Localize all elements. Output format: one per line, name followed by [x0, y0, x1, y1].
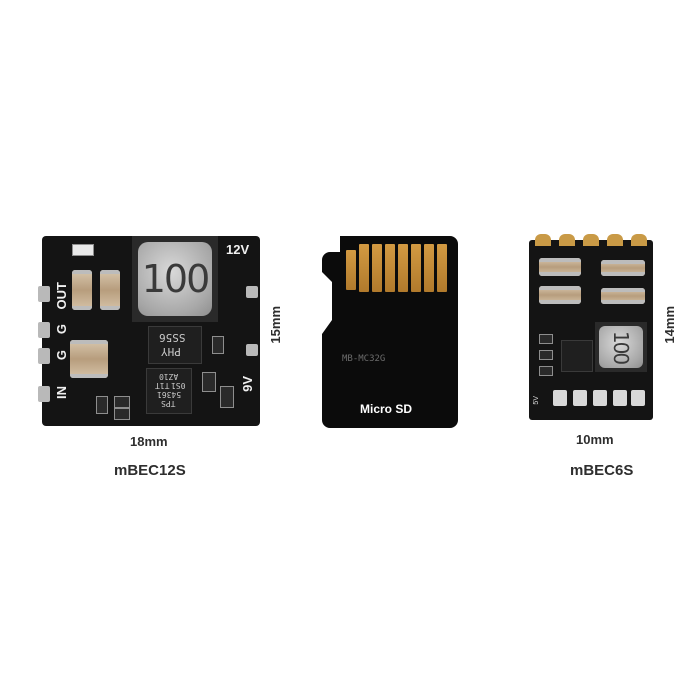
- micro-sd-body: [322, 236, 458, 428]
- inductor-marking: 100: [141, 257, 211, 301]
- resistor: [96, 396, 108, 414]
- gold-pad: [535, 234, 551, 246]
- pad-g2: [38, 348, 50, 364]
- gold-pad: [607, 234, 623, 246]
- ic-marking-5: AZ10: [159, 372, 179, 381]
- capacitor: [100, 270, 120, 310]
- resistor: [114, 396, 130, 408]
- pad: [613, 390, 627, 406]
- inductor-body: 100: [138, 242, 212, 316]
- pad-g1: [38, 322, 50, 338]
- led: [72, 244, 94, 256]
- gold-pad: [631, 234, 647, 246]
- capacitor: [539, 286, 581, 304]
- capacitor: [70, 340, 108, 378]
- capacitor: [72, 270, 92, 310]
- pad: [553, 390, 567, 406]
- resistor: [212, 336, 224, 354]
- silk-out: OUT: [54, 282, 69, 310]
- resistor: [114, 408, 130, 420]
- inductor-body: 100: [599, 326, 643, 368]
- pad: [593, 390, 607, 406]
- capacitor: [601, 260, 645, 276]
- micro-sd-card: [322, 236, 458, 428]
- pad: [573, 390, 587, 406]
- silk-g2: G: [54, 350, 69, 361]
- pad-out: [38, 286, 50, 302]
- mbec12s-height-label: 15mm: [268, 306, 283, 344]
- pad-12v: [246, 286, 258, 298]
- mbec12s-name: mBEC12S: [114, 462, 186, 479]
- mbec12s-board: OUT G G IN 12V 9V 100 PHY SS56 TPS 54361…: [38, 236, 260, 426]
- inductor: 100: [132, 236, 218, 322]
- resistor: [539, 334, 553, 344]
- inductor: 100: [595, 322, 647, 372]
- ic-marking-4: 0S1: [171, 381, 186, 390]
- silk-12v: 12V: [226, 242, 250, 257]
- pad: [631, 390, 645, 406]
- diode-marking-1: PHY: [161, 345, 181, 358]
- resistor: [202, 372, 216, 392]
- regulator-ic: [561, 340, 593, 372]
- resistor: [539, 366, 553, 376]
- diode-marking-2: SS56: [159, 331, 186, 344]
- pad-9v: [246, 344, 258, 356]
- ic-marking-2: 54361: [157, 390, 182, 399]
- capacitor: [539, 258, 581, 276]
- diode: PHY SS56: [148, 326, 202, 364]
- resistor: [220, 386, 234, 408]
- mbec6s-width-label: 10mm: [576, 432, 614, 447]
- mbec6s-name: mBEC6S: [570, 462, 634, 479]
- silk-9v: 9V: [240, 376, 255, 392]
- silk-g1: G: [54, 324, 69, 335]
- inductor-marking: 100: [609, 330, 633, 364]
- regulator-ic: TPS 54361 T1T 0S1 AZ10: [146, 368, 192, 414]
- ic-marking-1: TPS: [161, 399, 176, 408]
- mbec6s-height-label: 14mm: [662, 306, 677, 344]
- pad-in: [38, 386, 50, 402]
- mbec6s-board: 100 5V: [529, 234, 653, 420]
- resistor: [539, 350, 553, 360]
- silk-in: IN: [54, 386, 69, 399]
- silk-5v: 5V: [533, 396, 540, 405]
- mbec12s-width-label: 18mm: [130, 434, 168, 449]
- gold-pad: [583, 234, 599, 246]
- gold-pad: [559, 234, 575, 246]
- capacitor: [601, 288, 645, 304]
- ic-marking-3: T1T: [155, 381, 170, 390]
